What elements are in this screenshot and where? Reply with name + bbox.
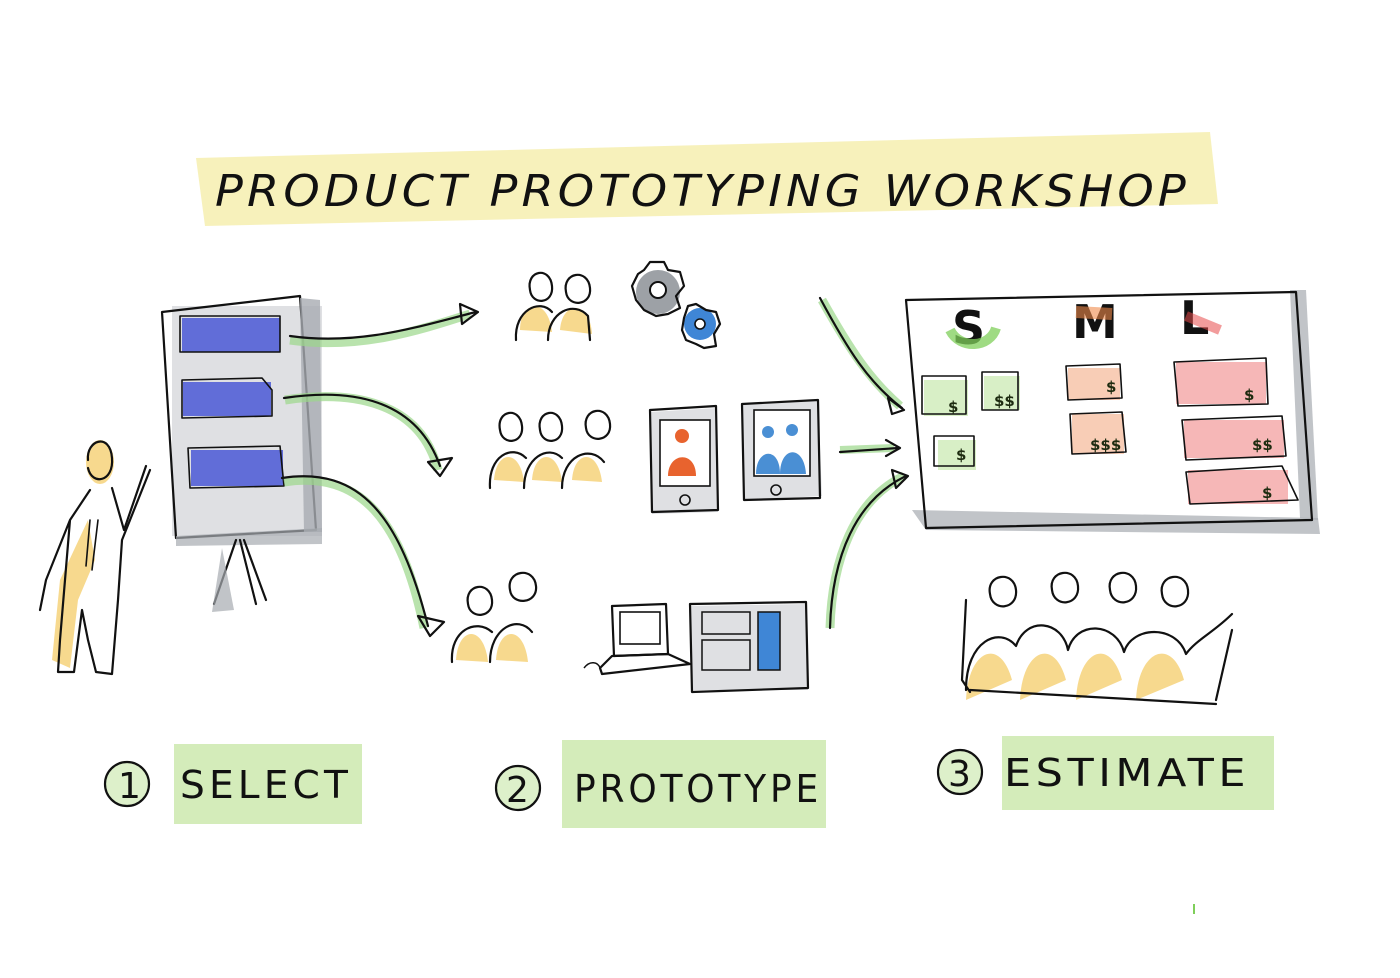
card-l-1: $	[1173, 357, 1269, 407]
team-3	[450, 571, 538, 664]
step-1-circle	[105, 762, 149, 806]
title-highlight	[196, 132, 1218, 226]
backlog-board	[160, 294, 322, 612]
card-m-2: $$$	[1069, 411, 1127, 455]
card-l-3: $	[1185, 465, 1299, 505]
card-s-3: $	[933, 435, 976, 470]
card-l-2-price: $$	[1252, 436, 1273, 454]
step-3-highlight	[1002, 736, 1274, 810]
prototype-arrows	[818, 296, 910, 630]
team-1	[514, 271, 592, 342]
step-3: 3 ESTIMATE	[936, 736, 1274, 810]
title-text: PRODUCT PROTOTYPING WORKSHOP	[215, 166, 1190, 217]
wireframe-screen-icon	[688, 600, 810, 694]
user-blue-icon	[756, 453, 780, 474]
card-l-2: $$	[1181, 415, 1287, 461]
step-2-number: 2	[506, 770, 533, 811]
user-orange-icon	[668, 457, 696, 476]
card-m-2-price: $$$	[1090, 436, 1121, 454]
backlog-item-1	[182, 318, 280, 352]
team-2	[488, 409, 612, 490]
card-s-2-price: $$	[994, 392, 1015, 410]
step-2: 2 PROTOTYPE	[494, 740, 826, 828]
card-s-2: $$	[981, 371, 1020, 411]
presenter-figure	[38, 440, 152, 676]
step-1: 1 SELECT	[103, 744, 362, 824]
step-1-number: 1	[118, 766, 145, 807]
card-l-1-price: $	[1244, 386, 1254, 404]
card-s-1: $	[921, 375, 968, 416]
step-3-circle	[938, 750, 982, 794]
gear-icon	[630, 260, 686, 318]
title-banner: PRODUCT PROTOTYPING WORKSHOP	[196, 132, 1218, 226]
step-2-highlight	[562, 740, 826, 828]
estimate-board: S M L $ $$ $ $	[904, 290, 1320, 534]
step-1-highlight	[174, 744, 362, 824]
tablet-device-icon	[740, 398, 822, 502]
step-3-number: 3	[948, 754, 975, 795]
backlog-item-2	[183, 382, 271, 416]
step-1-label: SELECT	[180, 763, 352, 807]
step-2-circle	[496, 766, 540, 810]
card-s-3-price: $	[956, 446, 966, 464]
card-l-3-price: $	[1262, 484, 1272, 502]
card-m-1: $	[1065, 363, 1123, 401]
gear-blue-icon	[680, 302, 722, 350]
select-arrows	[280, 302, 480, 638]
size-label-m: M	[1072, 295, 1118, 349]
step-2-label: PROTOTYPE	[574, 767, 822, 811]
backlog-item-3	[191, 450, 283, 486]
estimation-team	[960, 571, 1234, 706]
card-s-1-price: $	[948, 398, 958, 416]
mobile-device-icon	[648, 404, 720, 514]
step-3-label: ESTIMATE	[1004, 751, 1250, 795]
card-m-1-price: $	[1106, 378, 1116, 396]
laptop-icon	[583, 602, 692, 676]
